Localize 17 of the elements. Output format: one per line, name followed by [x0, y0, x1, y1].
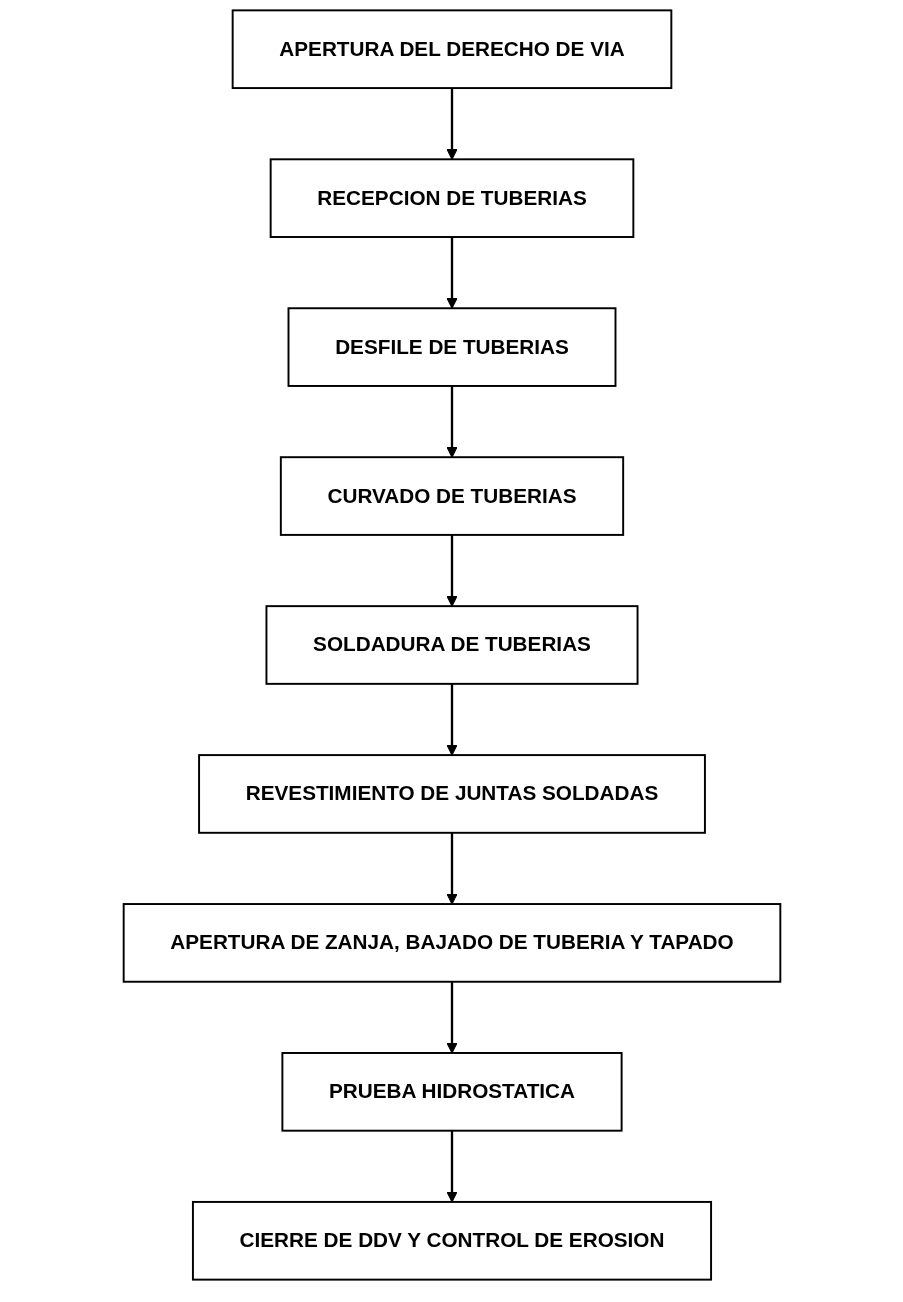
- arrow: [445, 1130, 458, 1203]
- node-box: RECEPCION DE TUBERIAS: [269, 158, 634, 238]
- node-box: APERTURA DE ZANJA, BAJADO DE TUBERIA Y TAPADO: [122, 903, 781, 983]
- arrow: [445, 683, 458, 756]
- arrow: [445, 237, 458, 309]
- node-box: APERTURA DEL DERECHO DE VIA: [231, 9, 672, 90]
- node-box: CIERRE DE DDV Y CONTROL DE EROSION: [191, 1200, 712, 1281]
- node-box: PRUEBA HIDROSTATICA: [280, 1052, 623, 1132]
- arrow: [445, 832, 458, 905]
- arrow: [445, 534, 458, 607]
- arrow: [445, 88, 458, 160]
- arrow: [445, 981, 458, 1054]
- node-box: CURVADO DE TUBERIAS: [279, 456, 624, 536]
- node-box: REVESTIMIENTO DE JUNTAS SOLDADAS: [197, 754, 706, 834]
- node-box: SOLDADURA DE TUBERIAS: [264, 605, 638, 685]
- node-box: DESFILE DE TUBERIAS: [287, 307, 616, 387]
- arrow: [445, 385, 458, 458]
